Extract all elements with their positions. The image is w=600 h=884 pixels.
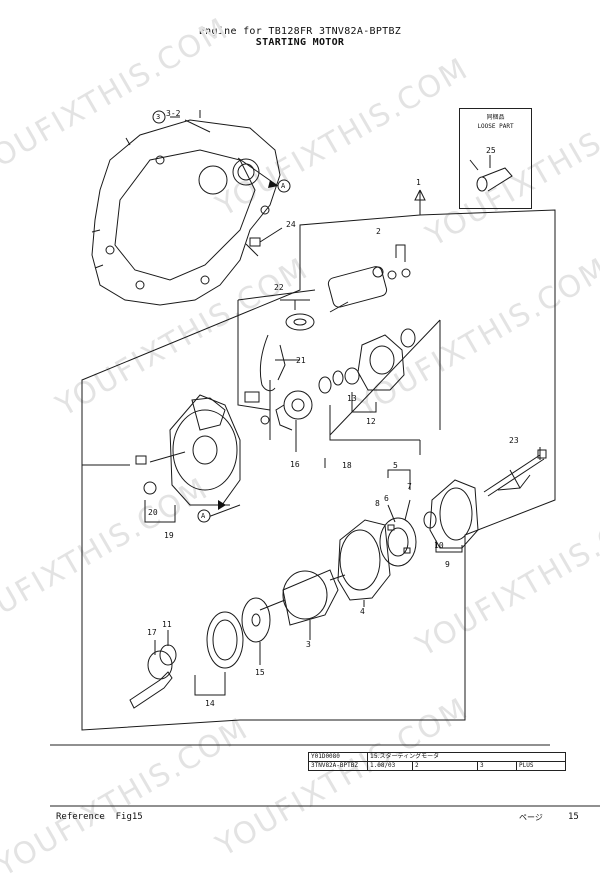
callout-22: 22 (274, 283, 284, 292)
front-bracket (135, 394, 241, 523)
callout-17: 17 (147, 628, 157, 637)
callout-ref-3: 3 (156, 113, 161, 121)
lever-group (244, 299, 315, 403)
callout-16: 16 (290, 460, 300, 469)
footer-page-number: 15 (568, 812, 579, 822)
callout-25: 25 (486, 146, 496, 155)
title-block-rev: 3 (478, 762, 517, 770)
callout-3: 3 (306, 640, 311, 649)
title-block-date: 1.08/03 (368, 762, 413, 770)
loose-part-title-jp: 同梱品 (486, 114, 505, 121)
callout-6: 6 (384, 494, 389, 503)
callout-4: 4 (360, 607, 365, 616)
title-block: Y01D0080 15.スターティングモータ 3TNV82A-BPTBZ 1.0… (308, 752, 566, 771)
footer-reference: Reference Fig15 (56, 812, 143, 822)
footer-page-label: ページ (519, 813, 543, 822)
callout-2: 2 (376, 227, 381, 236)
callout-11: 11 (162, 620, 172, 629)
callout-19: 19 (164, 531, 174, 540)
callout-15: 15 (255, 668, 265, 677)
armature (259, 569, 346, 640)
title-block-section: 15.スターティングモータ (370, 753, 440, 760)
through-bolt (483, 447, 547, 497)
callout-ref-3-2: 3-2 (166, 109, 181, 118)
loose-part-title-en: LOOSE PART (477, 123, 514, 130)
title-block-row: 3TNV82A-BPTBZ 1.08/03 2 3 PLUS (309, 761, 565, 770)
starting-motor-exploded-diagram (50, 110, 600, 807)
magnetic-switch (327, 244, 411, 313)
callout-21: 21 (296, 356, 306, 365)
callout-18: 18 (342, 461, 352, 470)
title-block-code: Y01D0080 (309, 753, 368, 761)
output-shaft (129, 630, 177, 709)
callout-5: 5 (393, 461, 398, 470)
callout-14: 14 (205, 699, 215, 708)
bolt-24 (245, 227, 283, 257)
callout-23: 23 (509, 436, 519, 445)
callout-9: 9 (445, 560, 450, 569)
flywheel-housing (91, 110, 281, 306)
gear-housing (351, 328, 416, 413)
callout-12: 12 (366, 417, 376, 426)
callout-8: 8 (375, 499, 380, 508)
document-title: Engine for TB128FR 3TNV82A-BPTBZ (198, 26, 402, 37)
title-block-plus: PLUS (519, 762, 534, 769)
yoke (337, 519, 391, 607)
callout-7: 7 (407, 482, 412, 491)
disc-plate (241, 597, 271, 665)
title-block-model: 3TNV82A-BPTBZ (309, 762, 368, 770)
loose-part-box: 同梱品 LOOSE PART 25 (459, 108, 532, 209)
callout-ref-a: A (281, 182, 286, 190)
document-subtitle: STARTING MOTOR (255, 37, 345, 48)
title-block-sheet: 2 (413, 762, 478, 770)
callout-10: 10 (434, 541, 444, 550)
callout-20: 20 (148, 508, 158, 517)
pinion-gear (260, 390, 313, 452)
internal-gear (194, 611, 244, 696)
callout-1: 1 (416, 178, 421, 187)
title-block-row: Y01D0080 15.スターティングモータ (309, 753, 565, 761)
callout-13: 13 (347, 394, 357, 403)
rear-cover (423, 479, 479, 553)
callout-24: 24 (286, 220, 296, 229)
callout-ref-a: A (201, 512, 206, 520)
brush-holder (379, 469, 417, 567)
